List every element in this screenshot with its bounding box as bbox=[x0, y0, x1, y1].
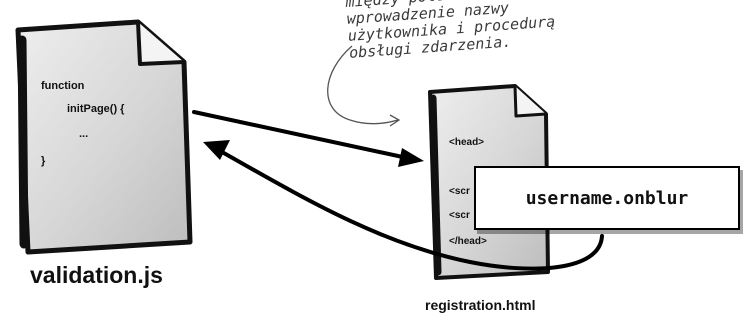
js-code-line: } bbox=[41, 155, 46, 167]
html-code-line: <scr bbox=[449, 186, 470, 197]
event-handler-box: username.onblur bbox=[474, 166, 740, 230]
html-code-line: <scr bbox=[449, 210, 470, 221]
html-code-line: </head> bbox=[449, 236, 487, 247]
event-handler-label: username.onblur bbox=[525, 187, 689, 209]
js-code-line: ... bbox=[79, 128, 89, 140]
arrow-js-to-html bbox=[192, 110, 424, 167]
annotation-pointer-arrow bbox=[327, 45, 401, 127]
js-code-line: function bbox=[41, 80, 85, 92]
arrow-handler-to-js bbox=[203, 140, 604, 271]
js-code-line: initPage() { bbox=[67, 103, 125, 115]
js-file-name: validation.js bbox=[30, 262, 163, 288]
js-document-icon bbox=[15, 19, 193, 255]
html-code-line: <head> bbox=[449, 137, 485, 148]
html-file-name: registration.html bbox=[425, 297, 536, 313]
